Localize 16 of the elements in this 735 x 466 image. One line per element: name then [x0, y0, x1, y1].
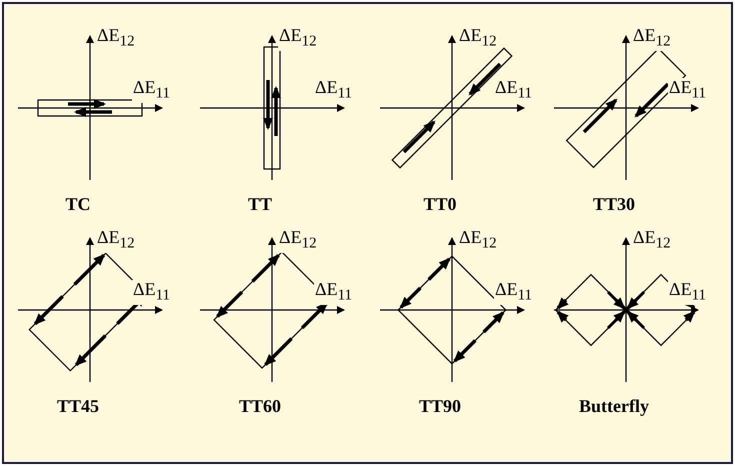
- axis-label: ΔE$_{11}$: [494, 280, 534, 305]
- axis-label: ΔE$_{11}$: [668, 280, 708, 305]
- path-name: TC: [66, 194, 90, 215]
- path-name: TT0: [424, 194, 456, 215]
- axis-label: ΔE$_{11}$: [314, 280, 354, 305]
- path-name: TT60: [239, 396, 281, 417]
- path-name: TT: [248, 194, 272, 215]
- axis-label: ΔE$_{11}$: [132, 78, 172, 103]
- axis-label: ΔE$_{12}$: [278, 26, 318, 51]
- axis-label: ΔE$_{12}$: [278, 228, 318, 253]
- path-name: TT30: [593, 194, 635, 215]
- path-name: Butterfly: [579, 396, 649, 417]
- path-name: TT45: [57, 396, 99, 417]
- axis-label: ΔE$_{12}$: [632, 26, 672, 51]
- path-name: TT90: [419, 396, 461, 417]
- axis-label: ΔE$_{11}$: [132, 280, 172, 305]
